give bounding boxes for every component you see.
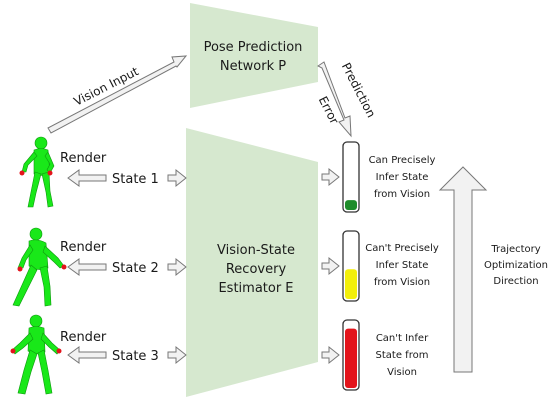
row-state-1: Render State 1 Can Precisely Infer State… (19, 136, 436, 213)
pose-network-label-line1: Pose Prediction (204, 40, 303, 55)
state-label-3: State 3 (112, 349, 159, 364)
estimator-label-line2: Recovery (226, 262, 287, 277)
pose-prediction-network-shape (190, 3, 318, 108)
state-label-1: State 1 (112, 172, 159, 187)
pose-network-label-line2: Network P (220, 59, 286, 74)
trajectory-label-line3: Direction (493, 276, 538, 287)
estimator-label-line3: Estimator E (218, 281, 293, 296)
estimator-shape (186, 128, 318, 397)
humanoid-figure-2 (12, 227, 67, 307)
gauge-frame-1 (342, 141, 360, 213)
estimator-output-arrow-1 (321, 167, 340, 187)
prediction-error-label-line1: Prediction (339, 60, 379, 119)
caption-3-line2: State from (376, 350, 429, 361)
render-label-2: Render (60, 240, 107, 255)
vision-input-arrow (47, 55, 188, 134)
caption-1-line3: from Vision (374, 189, 430, 200)
humanoid-figure-1 (19, 136, 55, 208)
estimator-output-arrow-2 (321, 256, 340, 276)
state-arrow-3 (167, 345, 187, 365)
render-arrow-1 (67, 169, 107, 187)
row-state-3: Render State 3 Can't Infer State from Vi… (10, 314, 429, 395)
gauge-fill-3 (345, 328, 357, 388)
render-label-1: Render (60, 151, 107, 166)
trajectory-direction-arrow (438, 166, 488, 373)
gauge-fill-2 (345, 269, 357, 299)
render-arrow-2 (67, 258, 107, 276)
gauge-fill-1 (345, 200, 357, 210)
trajectory-label-line2: Optimization (484, 260, 548, 271)
caption-1-line1: Can Precisely (369, 155, 436, 166)
humanoid-figure-3 (10, 314, 62, 395)
caption-3-line3: Vision (387, 367, 417, 378)
state-label-2: State 2 (112, 261, 159, 276)
row-state-2: Render State 2 Can't Precisely Infer Sta… (12, 227, 439, 307)
render-label-3: Render (60, 330, 107, 345)
prediction-error-arrow (317, 61, 352, 138)
estimator-output-arrow-3 (321, 345, 340, 365)
caption-1-line2: Infer State (376, 172, 429, 183)
trajectory-label-line1: Trajectory (490, 244, 540, 255)
render-arrow-3 (67, 346, 107, 364)
caption-2-line3: from Vision (374, 277, 430, 288)
caption-3-line1: Can't Infer (376, 333, 429, 344)
state-arrow-2 (167, 257, 187, 277)
caption-2-line2: Infer State (376, 260, 429, 271)
estimator-label-line1: Vision-State (217, 243, 295, 258)
state-arrow-1 (167, 168, 187, 188)
caption-2-line1: Can't Precisely (365, 243, 439, 254)
